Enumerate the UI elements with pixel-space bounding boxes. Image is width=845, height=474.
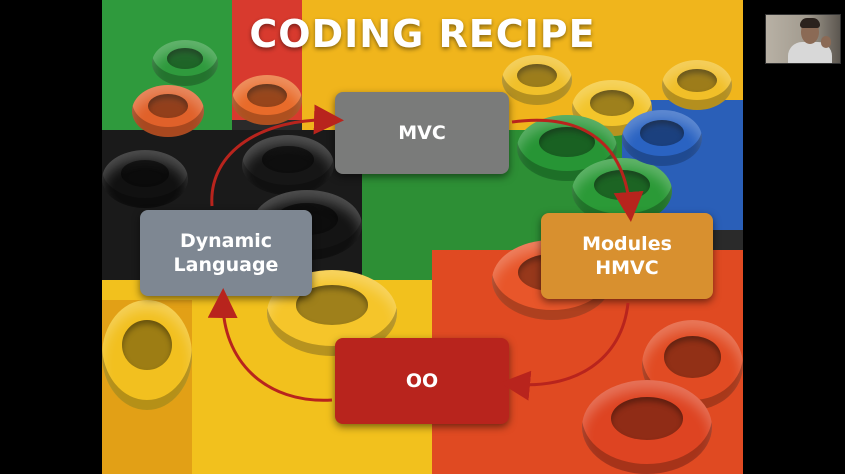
presenter-hand — [821, 36, 831, 48]
modules-hmvc-box: Modules HMVC — [541, 213, 713, 299]
presenter-shirt — [788, 42, 832, 63]
dynamic-language-box: Dynamic Language — [140, 210, 312, 296]
presenter-hair — [800, 18, 820, 28]
mvc-box: MVC — [335, 92, 509, 174]
presenter-webcam[interactable] — [765, 14, 841, 64]
oo-box: OO — [335, 338, 509, 424]
slide-title: CODING RECIPE — [249, 12, 596, 56]
